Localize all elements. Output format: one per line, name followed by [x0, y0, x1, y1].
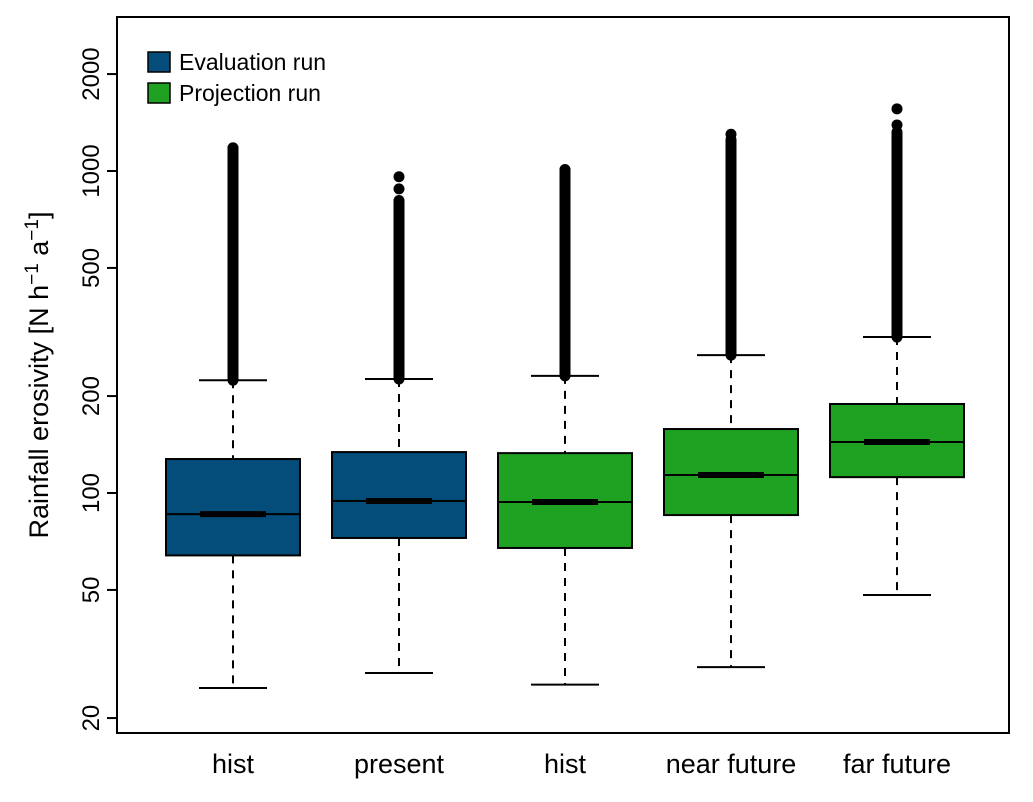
y-axis: 20 50 100 200 500 1000 2000 — [78, 47, 117, 731]
box-body — [331, 451, 467, 539]
y-tick-label: 500 — [78, 248, 105, 288]
box-4 — [829, 103, 965, 597]
outlier-point — [891, 119, 903, 131]
plot-frame — [116, 16, 1010, 734]
legend-label-evaluation: Evaluation run — [179, 49, 326, 75]
outlier-point — [227, 142, 239, 154]
box-1 — [331, 171, 467, 675]
y-axis-label: Rainfall erosivity [N h−1 a−1] — [22, 212, 54, 539]
y-tick-label: 1000 — [78, 144, 105, 197]
legend-swatch-projection — [147, 82, 171, 104]
y-tick-label: 50 — [78, 577, 105, 604]
y-tick-label: 20 — [78, 705, 105, 732]
legend-label-projection: Projection run — [179, 80, 321, 106]
outlier-point — [393, 171, 405, 183]
box-3 — [663, 128, 799, 669]
legend: Evaluation run Projection run — [147, 49, 326, 106]
x-tick-label: hist — [212, 749, 255, 779]
y-tick-label: 200 — [78, 376, 105, 416]
box-2 — [497, 164, 633, 686]
y-tick-label: 100 — [78, 473, 105, 513]
box-0 — [165, 142, 301, 689]
outlier-point — [559, 164, 571, 176]
x-tick-label: near future — [666, 749, 797, 779]
legend-swatch-evaluation — [147, 51, 171, 73]
outlier-point — [393, 183, 405, 195]
box-body — [165, 458, 301, 557]
outlier-point — [725, 128, 737, 140]
x-tick-label: far future — [843, 749, 951, 779]
x-axis-labels: hist present hist near future far future — [212, 749, 951, 779]
outlier-point — [891, 103, 903, 115]
x-tick-label: hist — [544, 749, 587, 779]
boxes — [165, 103, 965, 689]
x-tick-label: present — [354, 749, 445, 779]
y-tick-label: 2000 — [78, 47, 105, 100]
